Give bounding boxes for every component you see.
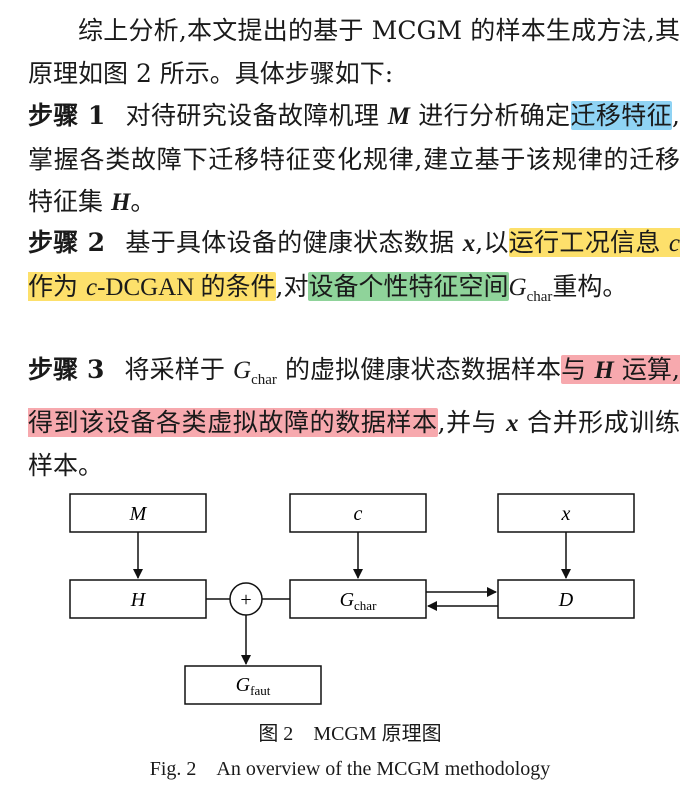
caption-en-figure: Fig. 2 xyxy=(149,758,197,780)
var-c: c xyxy=(668,230,681,257)
highlight-condition-text-3: -DCGAN 的条件 xyxy=(97,273,276,301)
box-G-faut xyxy=(184,665,322,705)
step2-text-1: 基于具体设备的健康状态数据 xyxy=(125,228,463,257)
var-x: x xyxy=(462,230,476,257)
step2-text-3: ,对 xyxy=(275,271,309,301)
label-H: H xyxy=(130,589,147,611)
step1-text-1: 对待研究设备故障机理 xyxy=(125,101,388,130)
caption-en: Fig. 2 An overview of the MCGM methodolog… xyxy=(0,758,700,781)
step3-heading: 步骤 3 xyxy=(28,355,105,384)
var-G-char-2-main: G xyxy=(233,357,252,384)
var-H-2: H xyxy=(594,357,614,384)
box-D xyxy=(497,579,635,619)
caption-en-title: An overview of the MCGM methodology xyxy=(216,758,551,780)
var-M: M xyxy=(387,103,410,130)
label-G-faut: Gfaut xyxy=(236,674,271,698)
step3-text-4: 合并形成训练样本。 xyxy=(28,407,680,481)
highlight-operation-text-1: 与 xyxy=(561,355,595,384)
var-H: H xyxy=(110,189,131,216)
label-G-faut-main: G xyxy=(236,674,251,696)
var-G-char-2: Gchar xyxy=(233,357,277,388)
var-G-char-2-sub: char xyxy=(251,372,277,388)
mcgm-diagram: M c x H + Gchar D Gfaut xyxy=(69,493,635,705)
label-G-char: Gchar xyxy=(340,589,377,613)
label-c: c xyxy=(354,503,363,525)
caption-cn-figure: 图 2 xyxy=(258,723,294,745)
caption-cn: 图 2 MCGM 原理图 xyxy=(0,717,700,746)
var-c-prefix: c xyxy=(85,273,98,301)
step2-heading: 步骤 2 xyxy=(28,228,106,257)
highlight-operation-text-2: 运算,得到该设备各类虚拟故障的数据样本 xyxy=(28,355,680,437)
highlight-transfer-feature: 迁移特征 xyxy=(570,101,673,130)
step1-text-3: ,掌握各类故障下迁移特征变化规律,建立基于该规律的迁移特征集 xyxy=(28,101,680,216)
highlight-condition-text-2: 作为 xyxy=(28,271,86,301)
label-M: M xyxy=(129,503,148,525)
var-x-2: x xyxy=(505,409,519,437)
label-G-char-sub: char xyxy=(354,598,377,613)
var-G-char-sub: char xyxy=(526,288,553,305)
step1-heading: 步骤 1 xyxy=(28,101,106,130)
label-G-faut-sub: faut xyxy=(250,683,271,698)
label-x: x xyxy=(561,503,571,525)
step1-text-4: 。 xyxy=(130,187,156,216)
caption-cn-title: MCGM 原理图 xyxy=(313,723,442,745)
intro-text: 综上分析,本文提出的基于 MCGM 的样本生成方法,其原理如图 2 所示。具体步… xyxy=(28,16,680,88)
highlight-condition-text-1: 运行工况信息 xyxy=(508,228,669,257)
label-D: D xyxy=(558,589,574,611)
label-plus: + xyxy=(240,589,251,611)
intro-paragraph: 综上分析,本文提出的基于 MCGM 的样本生成方法,其原理如图 2 所示。具体步… xyxy=(28,10,680,95)
step3-paragraph: 步骤 3 将采样于 Gchar 的虚拟健康状态数据样本与 H 运算,得到该设备各类… xyxy=(28,349,680,488)
var-G-char-main: G xyxy=(508,273,527,301)
var-G-char: Gchar xyxy=(508,273,553,305)
step3-text-3: ,并与 xyxy=(437,407,506,437)
highlight-feature-space: 设备个性特征空间 xyxy=(308,271,509,301)
step2-text-2: ,以 xyxy=(475,228,509,257)
step3-text-1: 将采样于 xyxy=(124,355,234,384)
label-G-char-main: G xyxy=(340,589,355,611)
step3-text-2: 的虚拟健康状态数据样本 xyxy=(276,355,562,384)
step1-text-2: 进行分析确定 xyxy=(409,101,571,130)
step2-text-4: 重构。 xyxy=(552,271,628,301)
step1-paragraph: 步骤 1 对待研究设备故障机理 M 进行分析确定迁移特征,掌握各类故障下迁移特征变… xyxy=(28,95,680,225)
